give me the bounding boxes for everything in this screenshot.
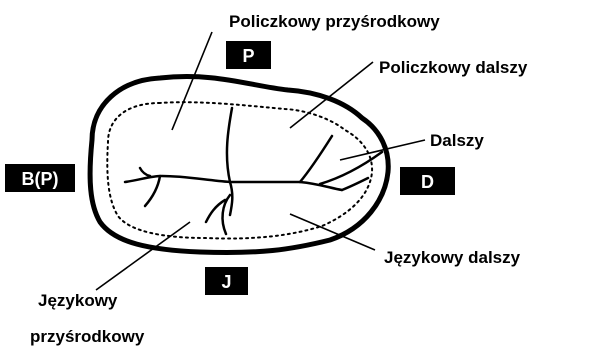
badge-top: P [226,41,271,69]
label-lingual-mesial-line1: Językowy [38,291,118,310]
svg-text:P: P [242,46,254,66]
svg-text:B(P): B(P) [22,169,59,189]
label-buccal-mesial: Policzkowy przyśrodkowy [229,12,440,31]
badge-right: D [400,167,455,195]
inner-dotted-outline [107,102,372,238]
label-buccal-distal: Policzkowy dalszy [379,58,528,77]
label-lingual-mesial-line2: przyśrodkowy [30,327,145,346]
badge-left: B(P) [5,164,75,192]
badge-bottom: J [205,267,248,295]
svg-text:D: D [421,172,434,192]
svg-text:J: J [221,272,231,292]
label-lingual-distal: Językowy dalszy [384,248,521,267]
tooth-outline [90,77,388,253]
fissure-lines [125,108,382,234]
label-distal: Dalszy [430,131,484,150]
